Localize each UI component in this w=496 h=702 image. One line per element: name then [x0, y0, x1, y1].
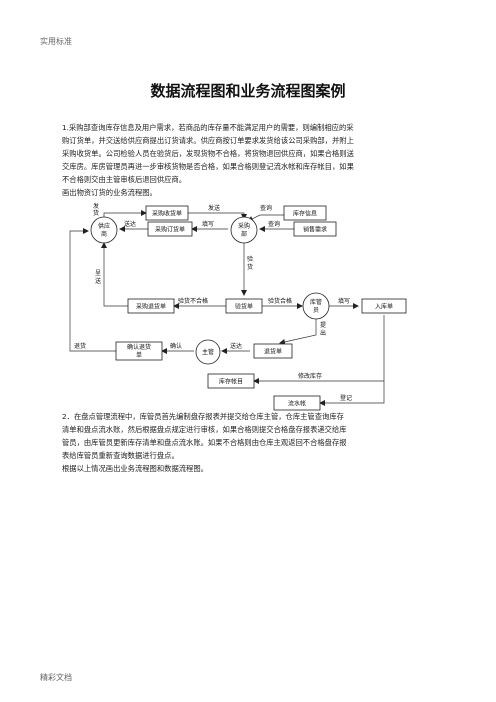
paragraph-2-line: 表给库管员重新查询数据进行盘点。: [62, 451, 179, 460]
paragraph-1-line: 采购收货单。公司检验人员在验货后，发现货物不合格，将货物退回供应商，如果合格则送: [62, 149, 354, 158]
node-inventory-ledger: 库存帐目: [207, 373, 255, 389]
edge-label-inspect-1: 验: [247, 255, 253, 263]
node-inspection-form: 验货单: [225, 298, 263, 314]
node-confirm-return-label-1: 确认退货: [127, 343, 151, 351]
edge-label-present-2: 送: [95, 277, 101, 285]
edge-label-ship-1: 发: [93, 203, 99, 210]
edge-label-modify-stock: 修改库存: [298, 372, 322, 380]
edge-label-fill-1: 填写: [202, 220, 214, 228]
edge-label-send: 发送: [208, 204, 220, 212]
node-purchase-return-label: 采购退货单: [136, 303, 166, 311]
paragraph-1-line: 1.采购部查询库存信息及用户需求，若商品的库存量不能满足用户的需要，则编制相应的…: [62, 123, 354, 132]
edge-label-query-2: 查询: [268, 220, 280, 228]
paragraph-2-line: 根据以上情况画出业务流程图和数据流程图。: [62, 464, 208, 473]
page-title: 数据流程图和业务流程图案例: [150, 82, 346, 100]
paragraph-1-line: 交库房。库房管理员再进一步审核货物是否合格，如果合格则登记流水帐和库存帐目，如果: [62, 162, 354, 171]
node-stock-in-label: 入库单: [375, 303, 393, 311]
paragraph-1-line: 不合格则交由主管审核后退回供应商。: [62, 175, 187, 184]
node-purchase-receipt: 采购收货单: [145, 205, 189, 221]
edge-label-fail: 验货不合格: [178, 297, 208, 305]
edge-label-propose-1: 提: [320, 321, 326, 329]
node-purchase-return: 采购退货单: [127, 298, 175, 314]
edge-label-propose-2: 出: [320, 329, 326, 337]
node-warehouse-keeper: 库管 员: [302, 292, 330, 320]
node-purchase-receipt-label: 采购收货单: [152, 210, 182, 218]
node-journal: 流水帐: [273, 395, 321, 411]
node-warehouse-label-1: 库管: [310, 298, 322, 306]
node-sales-demand-label: 销售需求: [303, 226, 327, 234]
edge-label-deliver: 送达: [124, 220, 136, 228]
diagram-edges: [69, 210, 385, 406]
node-purchasing-dept: 采购 部: [230, 216, 258, 244]
node-return-form-label: 退货单: [264, 348, 282, 356]
paragraph-1: 1.采购部查询库存信息及用户需求，若商品的库存量不能满足用户的需要，则编制相应的…: [62, 121, 440, 199]
business-flow-diagram: 采购收货单 库存信息 供应 商 采购订货单 采购 部 销售需求 采购退货单 验货…: [69, 203, 407, 411]
edge-label-present-1: 呈: [95, 270, 101, 277]
node-purchase-order-label: 采购订货单: [155, 226, 185, 234]
node-stock-in: 入库单: [361, 298, 407, 314]
edge-label-fill-2: 填写: [338, 297, 350, 305]
node-purchase-order: 采购订货单: [147, 221, 193, 237]
edge-label-ship-2: 货: [93, 209, 99, 217]
page-footer: 精彩文档: [40, 673, 72, 682]
node-inventory-info: 库存信息: [283, 205, 327, 221]
node-confirm-return: 确认退货 单: [115, 341, 163, 361]
paragraph-1-line: 购订货单，并交送给供应商提出订货请求。供应商按订单要求发货给该公司采购部，并附上: [62, 136, 354, 145]
edge-label-query-1: 查询: [260, 204, 272, 212]
edge-label-pass: 验货合格: [268, 297, 292, 305]
node-purchasing-label-1: 采购: [238, 222, 250, 230]
paragraph-2-line: 清单和盘点流水账，然后根据盘点规定进行审核，如果合格则提交合格盘存报表递交给库: [62, 425, 347, 434]
edge-label-register: 登记: [340, 394, 352, 402]
node-supplier-label-1: 供应: [98, 222, 110, 230]
node-supervisor: 主管: [195, 339, 221, 365]
diagram-edge-labels: 发 货 发送 查询 送达 填写 查询 验 货 呈 送 验货不合格 验货合格 填写…: [74, 203, 352, 402]
edge-label-return: 退货: [74, 342, 86, 350]
node-inspection-form-label: 验货单: [235, 303, 253, 311]
node-journal-label: 流水帐: [288, 400, 306, 408]
paragraph-2-line: 管员，由库管员更新库存清单和盘点流水账。如果不合格则由仓库主观返回不合格盘存报: [62, 438, 347, 447]
node-warehouse-label-2: 员: [313, 307, 319, 314]
edge-label-deliver-2: 送达: [230, 342, 242, 350]
node-confirm-return-label-2: 单: [136, 351, 142, 359]
edge-label-confirm: 确认: [170, 342, 182, 350]
node-supplier-label-2: 商: [101, 230, 107, 238]
node-inventory-ledger-label: 库存帐目: [219, 378, 243, 386]
edge-label-inspect-2: 货: [247, 263, 253, 271]
page-header: 实用标准: [40, 37, 72, 46]
node-sales-demand: 销售需求: [293, 221, 337, 237]
paragraph-2-line: 2．在盘点管理流程中，库管员首先编制盘存报表并提交给仓库主管，仓库主管查询库存: [62, 412, 344, 421]
node-inventory-info-label: 库存信息: [293, 210, 317, 218]
node-purchasing-label-2: 部: [241, 230, 247, 238]
paragraph-1-line: 画出物资订货的业务流程图。: [62, 188, 157, 197]
paragraph-2: 2．在盘点管理流程中，库管员首先编制盘存报表并提交给仓库主管，仓库主管查询库存 …: [62, 410, 440, 475]
node-return-form: 退货单: [253, 343, 293, 359]
node-supplier: 供应 商: [90, 216, 118, 244]
node-supervisor-label: 主管: [202, 348, 214, 356]
